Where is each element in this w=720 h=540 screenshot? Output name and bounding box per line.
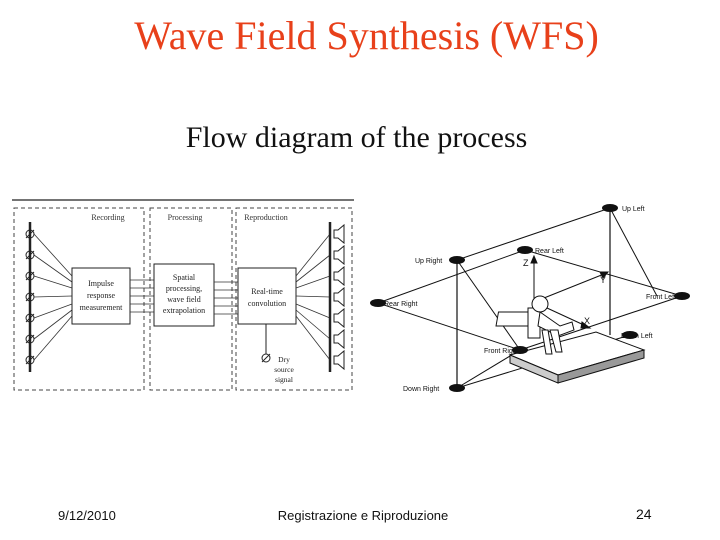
impulse-to-spatial-lines	[130, 279, 154, 313]
slide-title: Wave Field Synthesis (WFS)	[134, 13, 599, 58]
slide-subtitle: Flow diagram of the process	[185, 121, 528, 154]
reproduction-section-frame	[235, 207, 353, 391]
label-front-right: Front Right	[484, 348, 519, 355]
label-front-left: Front Left	[646, 294, 676, 301]
realtime-line-2: convolution	[248, 299, 286, 308]
wfs-flow-diagram: Recording Processing Reproduction Impuls…	[12, 199, 354, 391]
axes	[530, 254, 610, 329]
listener-figure	[495, 295, 575, 355]
label-down-right: Down Right	[403, 386, 439, 393]
speaker-rear-left	[517, 246, 533, 254]
axis-x-label: X	[584, 316, 590, 326]
platform	[508, 331, 646, 384]
speaker-signal-lines	[295, 233, 331, 361]
label-rear-right: Rear Right	[384, 301, 418, 308]
impulse-line-1: Impulse	[88, 279, 114, 288]
realtime-line-1: Real-time	[251, 287, 283, 296]
spatial-processing-block	[153, 263, 215, 327]
recording-section-frame	[13, 207, 145, 391]
section-label-recording: Recording	[91, 213, 124, 222]
spatial-line-4: extrapolation	[163, 306, 205, 315]
footer-page-number: 24	[636, 506, 652, 522]
speaker-rear-right	[370, 299, 386, 307]
label-up-left: Up Left	[622, 206, 645, 213]
label-rear-left: Rear Left	[535, 248, 564, 255]
upper-plane	[456, 207, 658, 351]
speaker-up-right	[449, 256, 465, 264]
spatial-to-realtime-lines	[214, 281, 238, 315]
impulse-line-3: measurement	[80, 303, 123, 312]
section-label-reproduction: Reproduction	[244, 213, 288, 222]
axis-y-label: Y	[600, 275, 606, 285]
speaker-up-left	[602, 204, 618, 212]
dry-line-3: signal	[275, 375, 293, 384]
footer-date: 9/12/2010	[58, 508, 116, 523]
spatial-line-1: Spatial	[173, 273, 196, 282]
room-speaker-diagram: Z Y X Up Left Rear Left Up Right Rear Ri…	[370, 204, 690, 393]
footer-center-text: Registrazione e Riproduzione	[277, 508, 449, 523]
spatial-line-2: processing,	[166, 284, 202, 293]
spatial-line-3: wave field	[167, 295, 201, 304]
speaker-front-right	[512, 346, 528, 354]
label-down-left: Down Left	[621, 333, 653, 340]
axis-z-label: Z	[523, 258, 529, 268]
speaker-down-left	[622, 331, 638, 339]
impulse-line-2: response	[87, 291, 115, 300]
loudspeaker-icons	[333, 223, 345, 371]
dry-line-1: Dry	[278, 355, 290, 364]
dry-source-microphone-icon	[261, 353, 271, 363]
dry-line-2: source	[274, 365, 294, 374]
processing-section-frame	[149, 207, 233, 391]
realtime-convolution-block	[237, 267, 297, 325]
impulse-response-block	[71, 267, 131, 325]
speaker-down-right	[449, 384, 465, 392]
speaker-front-left	[674, 292, 690, 300]
section-label-processing: Processing	[168, 213, 203, 222]
label-up-right: Up Right	[415, 258, 442, 265]
speaker-dots	[370, 204, 690, 392]
mic-signal-lines	[33, 233, 73, 361]
